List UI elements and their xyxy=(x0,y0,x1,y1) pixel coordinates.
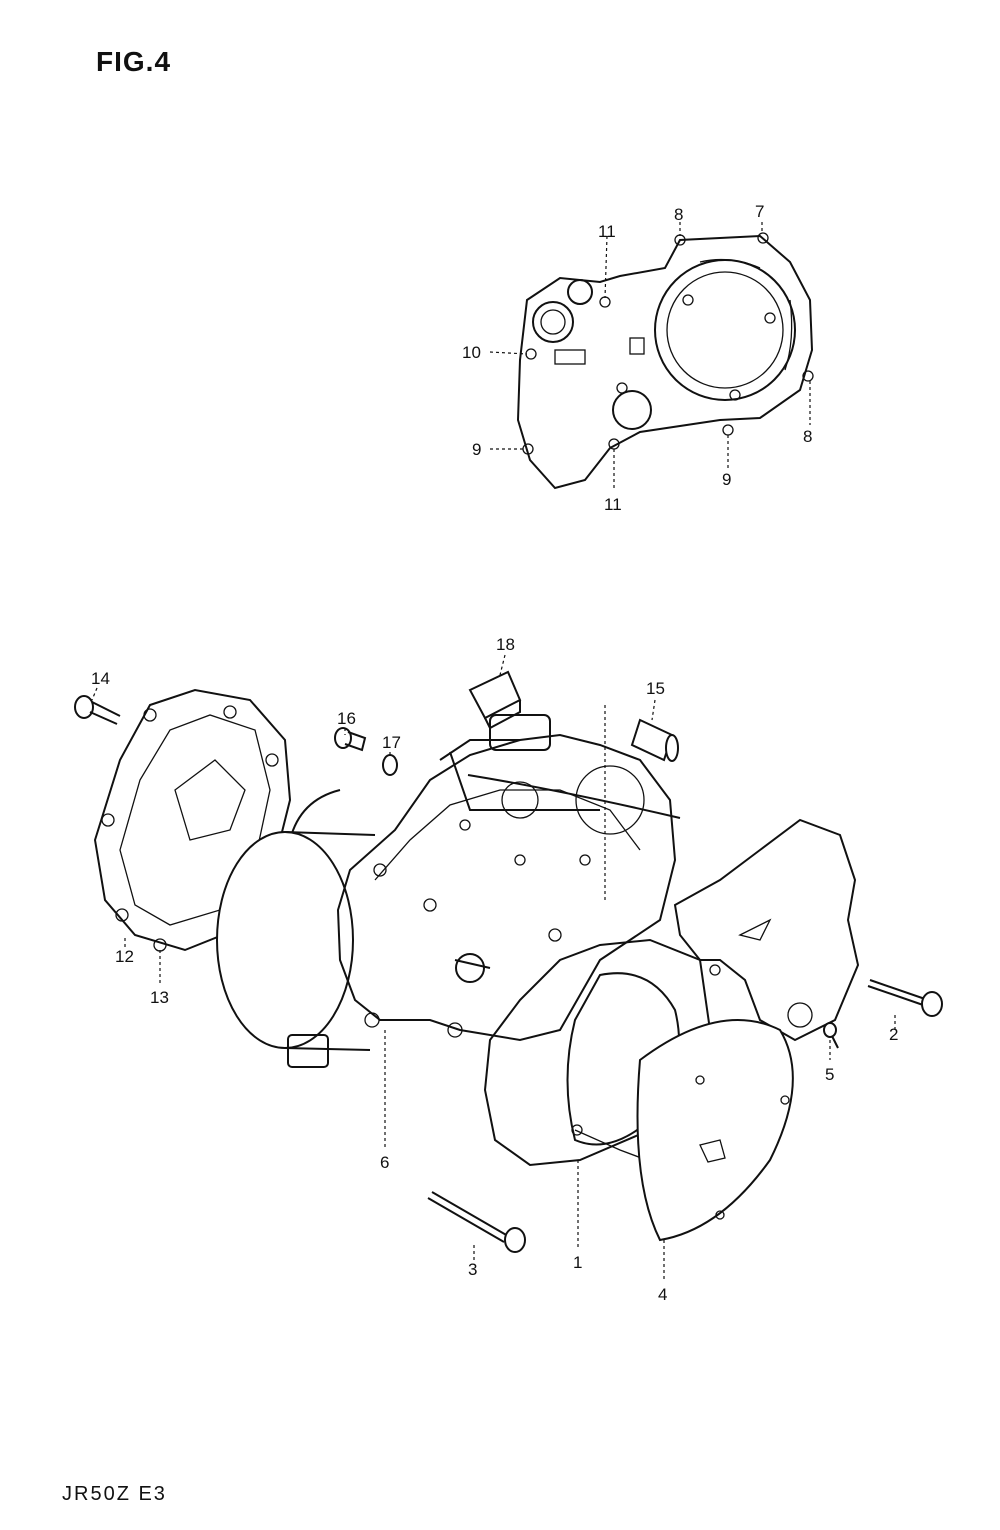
callout-3: 3 xyxy=(468,1260,477,1279)
screw-14 xyxy=(74,695,121,725)
callout-9-left: 9 xyxy=(472,440,481,459)
washer-17 xyxy=(382,754,398,776)
screw-3 xyxy=(427,1191,526,1253)
crankcase-body xyxy=(336,714,681,1042)
callout-14: 14 xyxy=(91,669,110,688)
part-5 xyxy=(823,1022,839,1049)
callout-5: 5 xyxy=(825,1065,834,1084)
callout-17: 17 xyxy=(382,733,401,752)
callout-11-bottom: 11 xyxy=(604,495,622,514)
dowel-pin-15 xyxy=(630,718,679,762)
assembly-leader-lines xyxy=(91,654,896,1280)
callout-8-top: 8 xyxy=(674,205,683,224)
callout-15: 15 xyxy=(646,679,665,698)
callout-18: 18 xyxy=(496,635,515,654)
figure-title: FIG.4 xyxy=(96,46,172,77)
inspection-cap xyxy=(636,1019,794,1242)
callout-8-right: 8 xyxy=(803,427,812,446)
screw-2 xyxy=(867,979,943,1017)
callout-12: 12 xyxy=(115,947,134,966)
gasket-leader-lines xyxy=(489,222,811,490)
crankcase-gasket xyxy=(516,232,814,490)
callout-4: 4 xyxy=(658,1285,667,1304)
part-16 xyxy=(334,727,367,752)
rotor-drum xyxy=(216,789,376,1068)
model-code: JR50Z E3 xyxy=(62,1483,167,1505)
callout-10: 10 xyxy=(462,343,481,362)
callout-6: 6 xyxy=(380,1153,389,1172)
oil-cap-18 xyxy=(468,670,522,730)
callout-16: 16 xyxy=(337,709,356,728)
callout-13: 13 xyxy=(150,988,169,1007)
callout-1: 1 xyxy=(573,1253,582,1272)
callout-11-top: 11 xyxy=(598,222,616,241)
callout-2: 2 xyxy=(889,1025,898,1044)
callout-9-right: 9 xyxy=(722,470,731,489)
callout-7: 7 xyxy=(755,202,764,221)
